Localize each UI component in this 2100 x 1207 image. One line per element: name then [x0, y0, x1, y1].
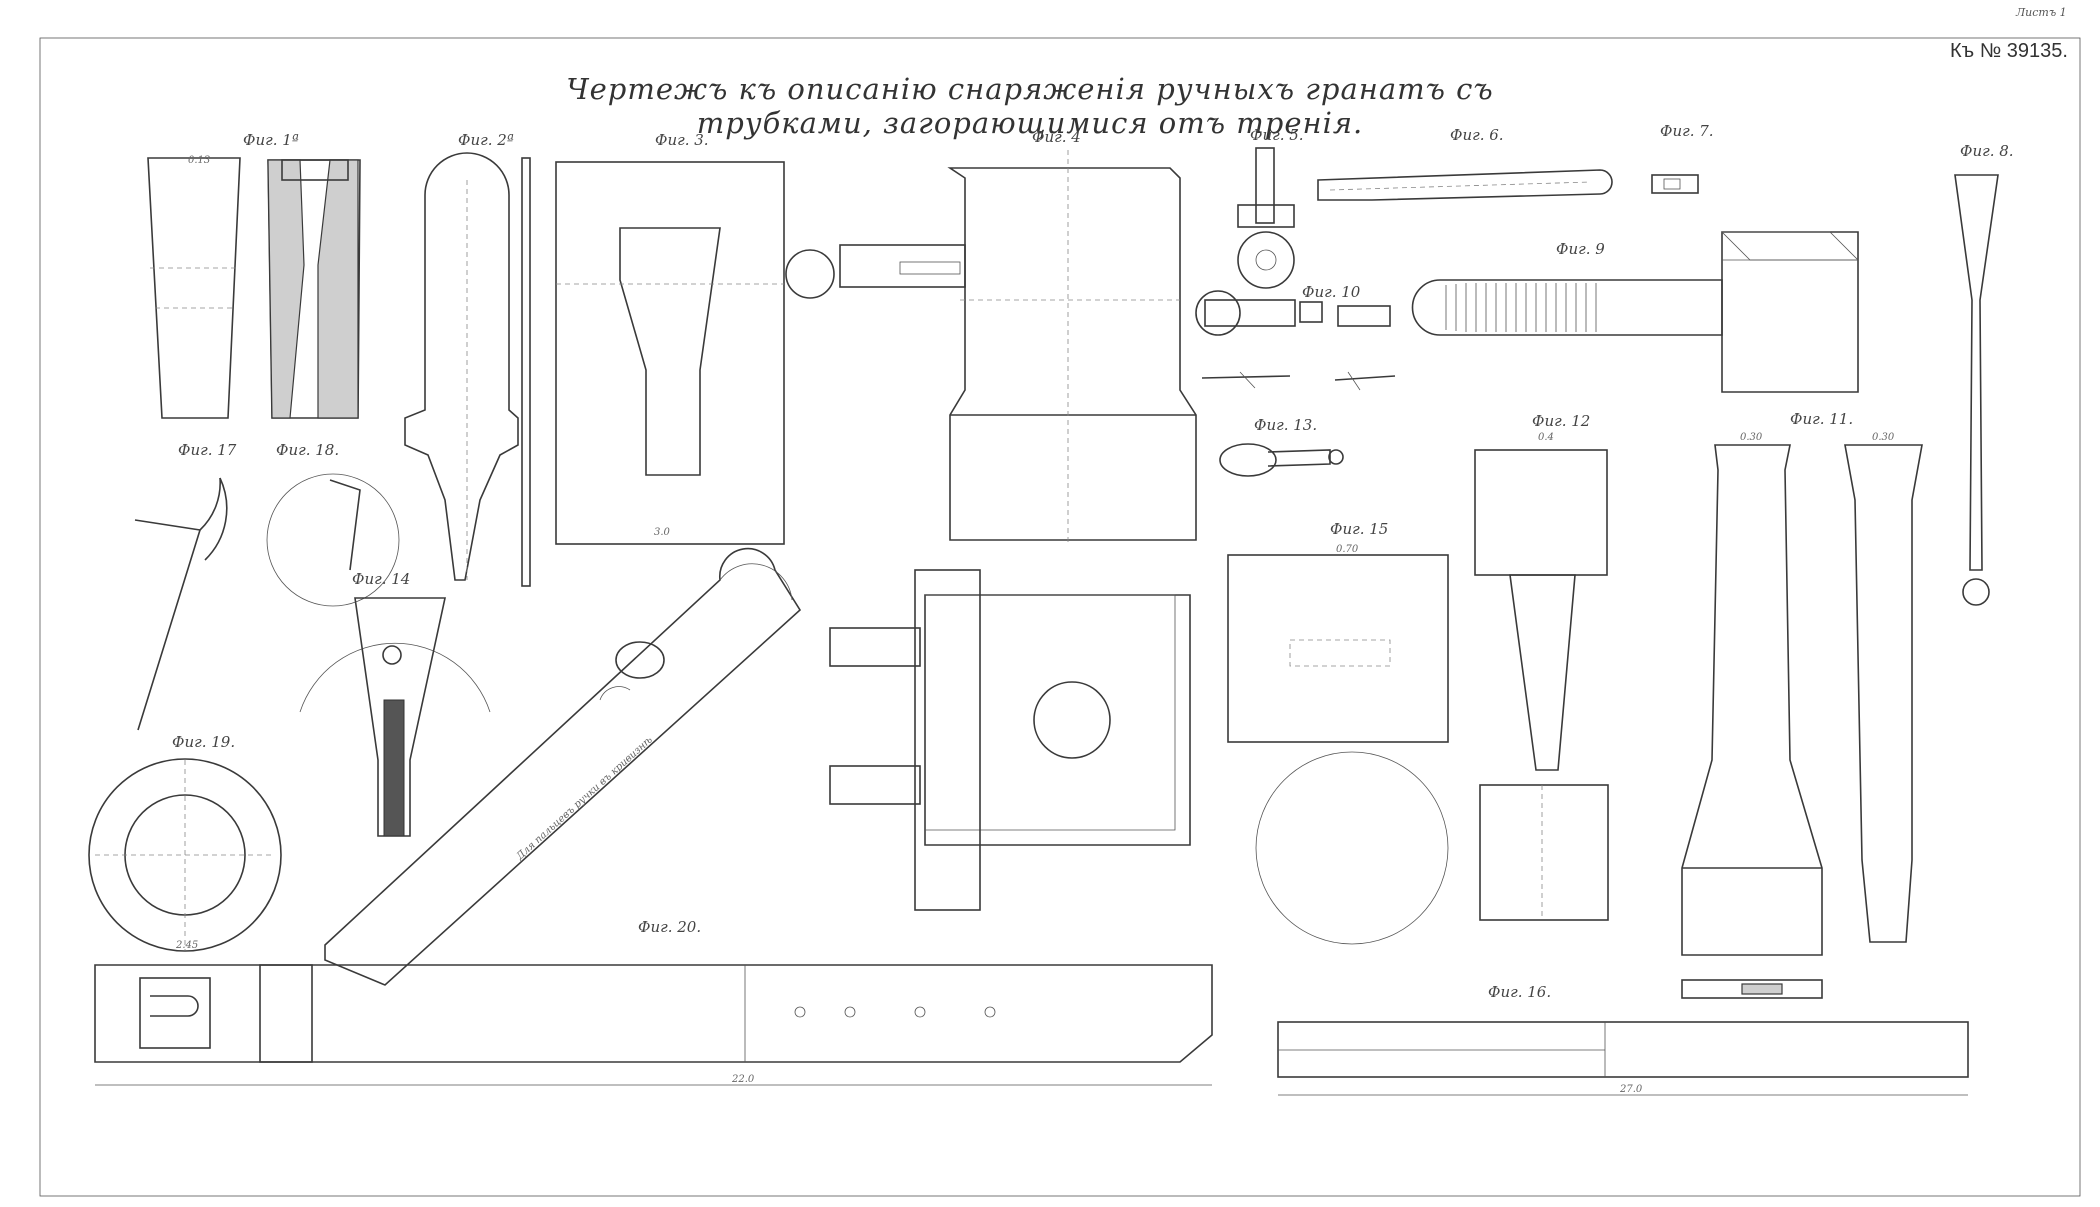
fig-5-drawing [1195, 147, 1296, 336]
fig-9-drawing [1411, 231, 1859, 393]
fig-15-drawing [1227, 554, 1449, 945]
fig-14-label: Фиг. 14 [352, 570, 411, 588]
fig-9-label: Фиг. 9 [1556, 240, 1605, 258]
fig-20-drawing: 22.0 Для пальцевъ ручки въ кривизнѣ [94, 547, 1213, 1086]
fig-12-top-label: 0.4 [1538, 432, 1554, 443]
fig-19-drawing: 2.45 [88, 758, 282, 952]
fig-1-top-label: 0.13 [188, 155, 210, 166]
sheet-border [39, 37, 2081, 1197]
fig-16-drawing: 27.0 [1277, 1021, 1969, 1096]
fig-6-drawing [1317, 169, 1613, 201]
fig-15-top-label: 0.70 [1336, 544, 1359, 555]
plate-drawing [829, 569, 1191, 911]
fig-9-knurling [1445, 283, 1597, 332]
fig-11-drawing [1681, 444, 1923, 999]
fig-12-label: Фиг. 12 [1532, 412, 1591, 430]
fig-1a-label: Фиг. 1ª [243, 131, 299, 149]
fig-20-label: Фиг. 20. [638, 918, 702, 936]
fig-7-drawing [1651, 174, 1699, 194]
fig-3-drawing: 3.0 [555, 161, 785, 545]
sheet-number-label: Листъ 1 [2016, 6, 2067, 19]
fig-1a-drawing [147, 157, 361, 419]
fig-11-top-left-label: 0.30 [1740, 432, 1763, 443]
fig-16-length-label: 27.0 [1619, 1084, 1643, 1095]
fig-18-drawing [266, 473, 400, 607]
fig-11-label: Фиг. 11. [1790, 410, 1854, 428]
fig-13-drawing [1219, 443, 1344, 477]
fig-3-width-label: 3.0 [654, 527, 671, 538]
fig-11-top-right-label: 0.30 [1872, 432, 1895, 443]
fig-10-drawing [1201, 301, 1396, 391]
fig-16-label: Фиг. 16. [1488, 983, 1552, 1001]
patent-number: Къ № 39135. [1950, 40, 2068, 62]
fig-6-label: Фиг. 6. [1450, 126, 1504, 144]
fig-14-drawing [299, 597, 491, 837]
fig-7-label: Фиг. 7. [1660, 122, 1714, 140]
fig-8-label: Фиг. 8. [1960, 142, 2014, 160]
fig-20-length-label: 22.0 [731, 1074, 755, 1085]
fig-19-dim-label: 2.45 [175, 940, 198, 951]
fig-8-drawing [1954, 174, 1999, 606]
fig-15-label: Фиг. 15 [1330, 520, 1389, 538]
fig-3-label: Фиг. 3. [655, 131, 709, 149]
fig-19-label: Фиг. 19. [172, 733, 236, 751]
fig-2a-drawing [404, 152, 531, 587]
fig-4-drawing [785, 150, 1197, 545]
fig-12-drawing [1474, 449, 1609, 921]
fig-17-drawing [134, 477, 228, 731]
fig-13-label: Фиг. 13. [1254, 416, 1318, 434]
fig-18-label: Фиг. 18. [276, 441, 340, 459]
fig-20-slot-note: Для пальцевъ ручки въ кривизнѣ [514, 734, 655, 863]
fig-5-label: Фиг. 5. [1250, 126, 1304, 144]
fig-2a-label: Фиг. 2ª [458, 131, 514, 149]
fig-4-label: Фиг. 4 [1032, 128, 1081, 146]
fig-17-label: Фиг. 17 [178, 441, 237, 459]
fig-10-label: Фиг. 10 [1302, 283, 1361, 301]
drawing-title: Чертежъ къ описанію снаряженія ручныхъ г… [566, 72, 1494, 140]
